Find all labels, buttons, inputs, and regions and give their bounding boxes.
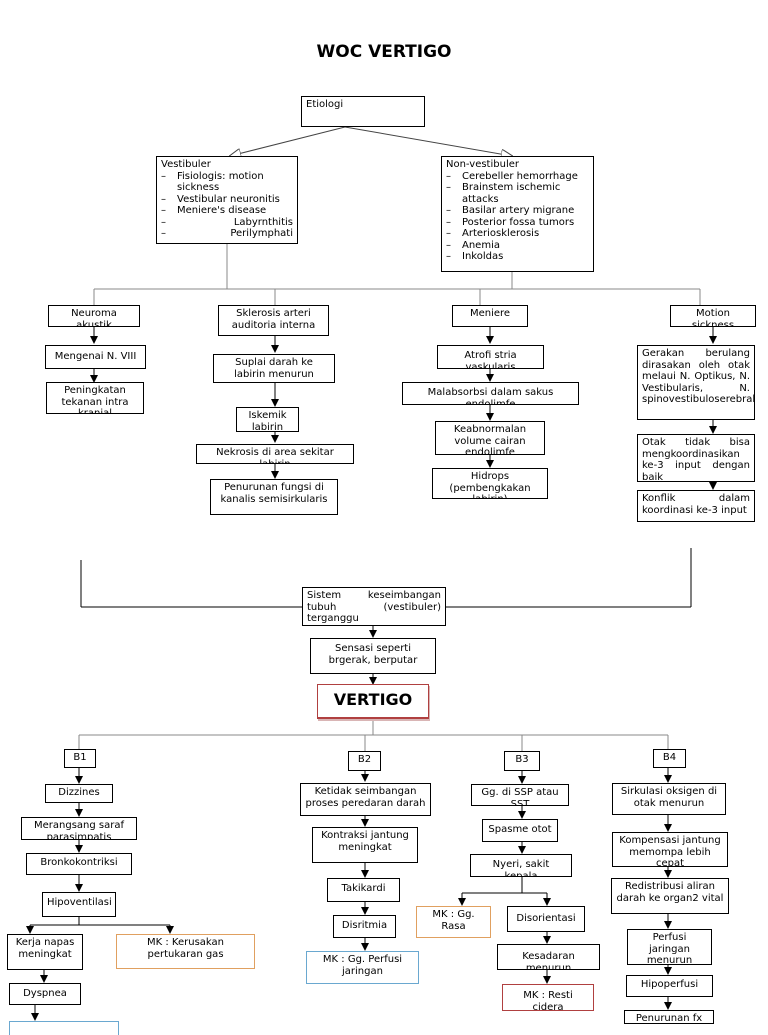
b3-right-step: Kesadaran menurun [497,944,600,970]
non-vestibuler-item: Arteriosklerosis [446,228,589,240]
nekrosis-box: Nekrosis di area sekitar labirin [196,444,354,464]
non-vestibuler-item: Cerebeller hemorrhage [446,171,589,183]
b2-step: Takikardi [327,878,400,902]
b3-step: Gg. di SSP atau SST [471,784,569,806]
b4-label: B4 [653,749,686,768]
b1-step: Bronkokontriksi [26,853,132,875]
b1-step: Dizzines [45,784,113,803]
b2-step: Disritmia [333,915,396,938]
motion-sickness-box: Motion sickness [670,305,756,327]
b4-step: Hipoperfusi [626,975,713,997]
b3-label: B3 [504,751,540,771]
vestibuler-item: Meniere's disease [161,205,293,217]
sensasi-box: Sensasi seperti brgerak, berputar [310,638,436,674]
non-vestibuler-box: Non-vestibuler Cerebeller hemorrhage Bra… [441,156,594,272]
b3-right-step: Disorientasi [507,906,585,932]
iskemik-box: Iskemik labirin [236,407,299,432]
non-vestibuler-item: Inkoldas [446,251,589,263]
b4-step: Redistribusi aliran darah ke organ2 vita… [611,878,729,914]
neuroma-box: Neuroma akustik [48,305,140,327]
konflik-box: Konflik dalam koordinasi ke-3 input [637,490,755,522]
vestibuler-item: Vestibular neuronitis [161,194,293,206]
b4-step: Sirkulasi oksigen di otak menurun [612,783,726,815]
b3-step: Nyeri, sakit kepala [470,854,572,877]
vestibuler-box: Vestibuler Fisiologis: motion sickness V… [156,156,298,244]
non-vestibuler-item: Basilar artery migrane [446,205,589,217]
b1-left-step: Dyspnea [9,983,81,1005]
b1-step: Merangsang saraf parasimpatis [21,817,137,840]
keabnormalan-box: Keabnormalan volume cairan endolimfe [435,421,545,455]
malabsorbsi-box: Malabsorbsi dalam sakus endolimfe [402,382,579,405]
tekanan-intra-box: Peningkatan tekanan intra kranial [46,382,144,414]
vestibuler-item: Perilymphati [161,228,293,240]
b4-step: Kompensasi jantung memompa lebih cepat [612,832,728,867]
b1-mk-box: MK : Kerusakan pertukaran gas [116,934,255,969]
b2-step: Ketidak seimbangan proses peredaran dara… [300,783,431,816]
non-vestibuler-item: Posterior fossa tumors [446,217,589,229]
otak-tidak-box: Otak tidak bisa mengkoordinasikan ke-3 i… [637,434,755,482]
b1-label: B1 [64,749,96,768]
gerakan-berulang-box: Gerakan berulang dirasakan oleh otak mel… [637,345,755,420]
b2-step: Kontraksi jantung meningkat [312,827,418,863]
non-vestibuler-heading: Non-vestibuler [446,159,519,170]
sklerosis-box: Sklerosis arteri auditoria interna [218,305,329,336]
hidrops-box: Hidrops (pembengkakan labirin) [432,468,548,499]
diagram-title: WOC VERTIGO [316,42,452,62]
etiologi-label: Etiologi [306,99,344,110]
b3-step: Spasme otot [482,819,558,842]
mengenai-n-viii-box: Mengenai N. VIII [45,345,146,369]
penurunan-fungsi-box: Penurunan fungsi di kanalis semisirkular… [210,479,338,515]
b4-step: Perfusi jaringan menurun [627,929,712,965]
b3-mk-right-box: MK : Resti cidera [502,984,594,1011]
meniere-box: Meniere [452,305,528,327]
atrofi-box: Atrofi stria vaskularis [437,345,544,369]
b3-mk-left-box: MK : Gg. Rasa [416,906,491,938]
b2-mk-box: MK : Gg. Perfusi jaringan [306,951,419,984]
b1-partial-box [9,1021,119,1035]
etiologi-box: Etiologi [301,96,425,127]
vestibuler-item: Fisiologis: motion sickness [161,171,293,194]
b1-step: Hipoventilasi [42,892,116,917]
sistem-keseimbangan-box: Sistem keseimbangan tubuh (vestibuler) t… [302,587,446,626]
b2-label: B2 [348,751,381,771]
suplai-darah-box: Suplai darah ke labirin menurun [213,354,335,383]
vertigo-box: VERTIGO [317,684,429,719]
b4-step: Penurunan fx [624,1010,714,1024]
b1-left-step: Kerja napas meningkat [7,934,83,970]
vestibuler-heading: Vestibuler [161,159,211,170]
non-vestibuler-item: Brainstem ischemic attacks [446,182,589,205]
vestibuler-item: Labyrnthitis [161,217,293,229]
non-vestibuler-item: Anemia [446,240,589,252]
